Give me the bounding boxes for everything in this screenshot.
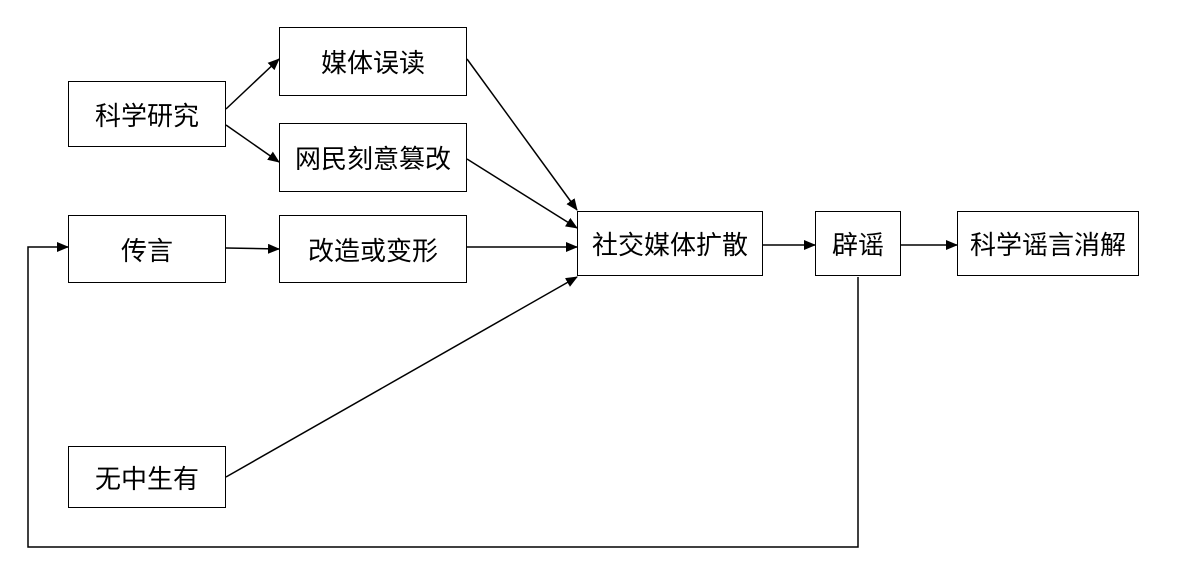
edge-science-to-netizen (225, 124, 280, 163)
node-refute: 辟谣 (815, 211, 901, 276)
node-rumor-dissolved: 科学谣言消解 (957, 211, 1139, 276)
node-fabrication: 无中生有 (68, 446, 226, 508)
node-netizen-tampering: 网民刻意篡改 (279, 123, 467, 192)
node-media-misreading: 媒体误读 (279, 27, 467, 96)
node-rumor: 传言 (68, 215, 226, 283)
edge-media-to-spread (466, 58, 578, 211)
edge-rumor-to-modify (225, 243, 280, 254)
edge-science-to-media (225, 58, 280, 110)
edge-refute-feedback-to-rumor (27, 242, 859, 548)
node-science-research: 科学研究 (68, 81, 226, 147)
node-modify-or-distort: 改造或变形 (279, 215, 467, 283)
node-social-media-spread: 社交媒体扩散 (577, 211, 763, 276)
edge-fabrication-to-spread (225, 276, 578, 478)
edge-netizen-to-spread (466, 158, 578, 229)
